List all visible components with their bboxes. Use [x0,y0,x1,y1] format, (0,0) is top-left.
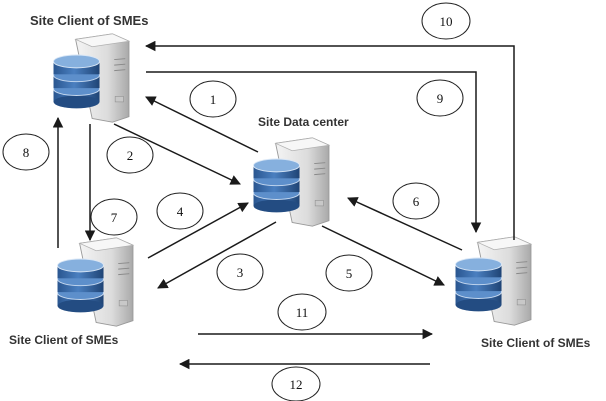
arrow-3 [157,221,277,289]
arrow-1 [145,96,259,153]
step-5-badge: 5 [325,254,373,292]
server-bottom-right-icon [455,236,532,326]
svg-text:11: 11 [296,305,309,320]
arrow-2 [113,123,241,185]
server-bottom-left-icon [57,237,134,327]
node-label-top-left: Site Client of SMEs [30,13,148,28]
step-4-badge: 4 [156,192,204,230]
arrow-6 [347,197,463,251]
svg-text:2: 2 [127,148,134,163]
step-12-badge: 12 [271,366,321,401]
arrow-9 [146,71,482,234]
step-7-badge: 7 [90,198,138,236]
svg-text:1: 1 [210,92,217,107]
step-6-badge: 6 [392,182,440,220]
svg-text:10: 10 [440,14,453,29]
svg-text:3: 3 [237,265,244,280]
arrow-10 [144,40,515,240]
arrow-4 [147,202,249,259]
node-label-bottom-right: Site Client of SMEs [481,336,591,350]
node-label-bottom-left: Site Client of SMEs [9,333,119,347]
step-9-badge: 9 [416,79,464,117]
svg-text:7: 7 [111,210,118,225]
node-label-center: Site Data center [258,115,349,129]
step-2-badge: 2 [106,136,154,174]
svg-text:9: 9 [437,91,444,106]
server-top-left-icon [53,33,130,123]
svg-text:8: 8 [23,145,30,160]
arrow-5 [321,225,445,286]
svg-text:4: 4 [177,204,184,219]
svg-text:5: 5 [346,266,353,281]
step-3-badge: 3 [216,253,264,291]
step-1-badge: 1 [189,80,237,118]
svg-text:6: 6 [413,194,420,209]
step-11-badge: 11 [277,293,327,331]
server-center-icon [253,137,330,227]
step-8-badge: 8 [2,133,50,171]
svg-text:12: 12 [290,377,303,392]
step-10-badge: 10 [421,2,471,40]
